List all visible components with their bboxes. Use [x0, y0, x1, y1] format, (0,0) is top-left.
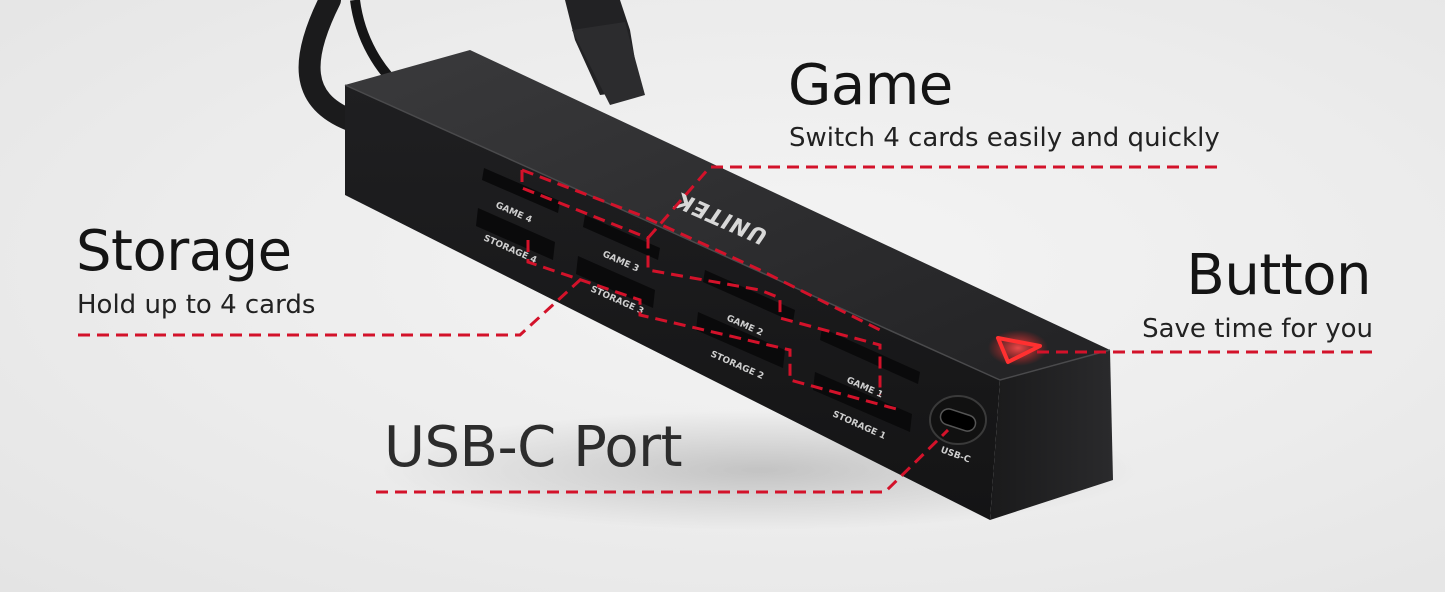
storage-2-slot [696, 312, 785, 368]
storage-callout-subtitle: Hold up to 4 cards [77, 290, 316, 320]
cable [298, 0, 645, 141]
storage-callout-title: Storage [76, 219, 292, 284]
storage-4-slot [476, 208, 555, 260]
device-front-face [345, 85, 1000, 520]
button-callout-title: Button [1186, 243, 1371, 308]
game-2-slot [703, 270, 795, 322]
game-callout-subtitle: Switch 4 cards easily and quickly [789, 123, 1220, 153]
usb-c-callout-title: USB-C Port [384, 415, 683, 480]
game-slot-bracket [520, 170, 882, 395]
storage-callout-line [78, 278, 582, 337]
game-3-slot [583, 215, 660, 260]
button-callout-subtitle: Save time for you [1142, 314, 1373, 344]
game-4-slot [482, 168, 560, 213]
storage-slot-bracket [526, 240, 901, 412]
storage-1-slot [813, 372, 912, 432]
storage-3-slot [576, 256, 655, 308]
callout-lines [78, 165, 1372, 494]
device-end-face [990, 350, 1113, 520]
game-callout-title: Game [788, 53, 953, 118]
switch-button [988, 330, 1048, 366]
device-top-face [345, 50, 1110, 380]
game-1-slot [820, 328, 920, 384]
